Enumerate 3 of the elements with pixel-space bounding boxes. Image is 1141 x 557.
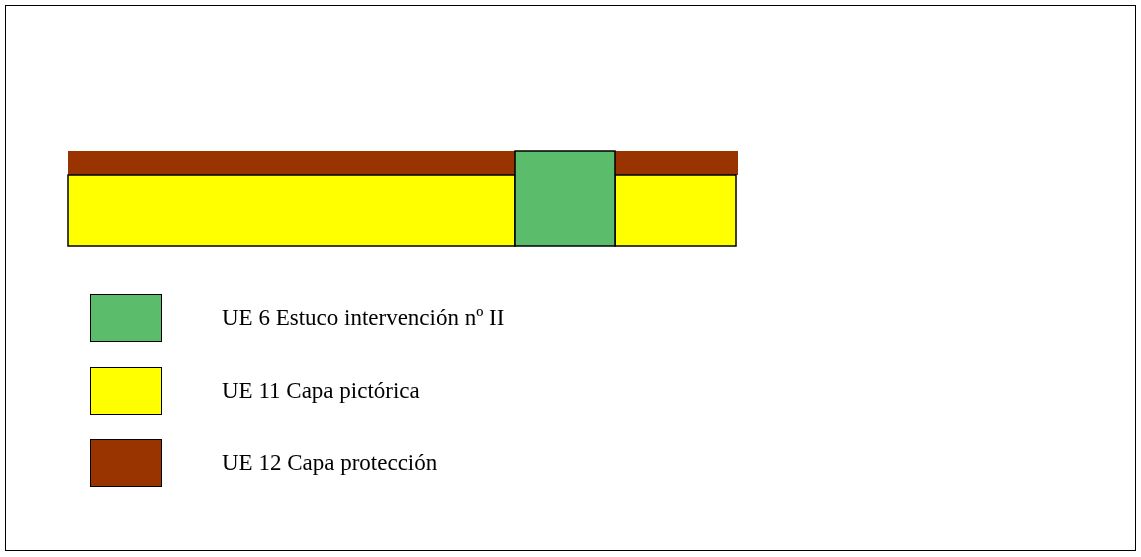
legend-label: UE 12 Capa protección [222,450,438,476]
legend-label: UE 6 Estuco intervención nº II [222,305,505,331]
legend-label: UE 11 Capa pictórica [222,377,420,404]
